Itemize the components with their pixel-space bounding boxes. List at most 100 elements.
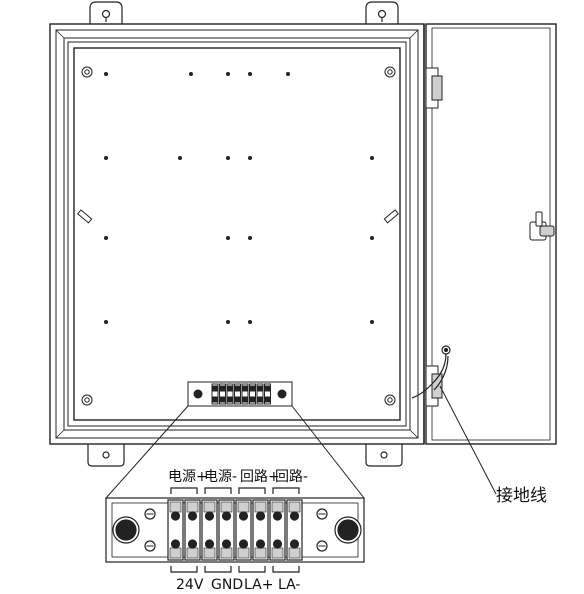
plate-hole xyxy=(370,236,374,240)
plate-hole xyxy=(248,72,252,76)
small-strip-terminal xyxy=(256,383,264,405)
corner-screw-inner xyxy=(387,69,393,75)
small-strip-screw xyxy=(257,396,263,403)
plate-hole xyxy=(248,236,252,240)
small-strip-screw xyxy=(235,396,240,403)
bottom-bracket xyxy=(170,566,198,573)
terminal-strip-enlarged xyxy=(105,497,365,563)
terminal-screw xyxy=(289,511,300,521)
plate-hole xyxy=(189,72,193,76)
bottom-bracket xyxy=(238,566,266,573)
terminal-block-bottom xyxy=(220,547,233,559)
small-strip-screw xyxy=(235,385,240,392)
terminal-screw xyxy=(272,539,283,549)
top-bracket xyxy=(272,487,300,494)
terminal-screw xyxy=(221,511,232,521)
top-mounting-tabs xyxy=(89,1,399,26)
plate-hole xyxy=(178,156,182,160)
mounting-plate-holes xyxy=(104,72,374,324)
enclosure-body xyxy=(49,23,425,445)
small-strip-terminal xyxy=(264,383,271,405)
terminal-block-top xyxy=(169,501,182,513)
plate-hole xyxy=(226,236,230,240)
plate-hole xyxy=(248,320,252,324)
terminal-screw xyxy=(170,539,181,549)
bottom-mounting-tabs xyxy=(87,444,403,467)
small-strip-mount xyxy=(277,389,287,399)
zoom-leader-lines xyxy=(105,405,365,499)
terminal-screw xyxy=(272,511,283,521)
terminal-signal-label-24v: 24V xyxy=(176,577,204,593)
small-strip-screw xyxy=(227,385,233,392)
plate-hole xyxy=(370,156,374,160)
terminal-block-top xyxy=(220,501,233,513)
top-bracket xyxy=(238,487,266,494)
end-cap-core xyxy=(337,519,359,541)
terminal-block-top xyxy=(203,501,216,513)
end-cap-core xyxy=(115,519,137,541)
terminal-screw xyxy=(187,539,198,549)
plate-hole xyxy=(248,156,252,160)
terminal-block-bottom xyxy=(186,547,199,559)
small-strip-screw xyxy=(250,385,255,392)
small-strip-terminal xyxy=(219,383,226,405)
terminal-screw xyxy=(170,511,181,521)
ground-wire-leader xyxy=(439,385,497,495)
plate-hole xyxy=(226,320,230,324)
mounting-hole-icon xyxy=(101,9,387,22)
small-strip-screw xyxy=(227,396,233,403)
small-strip-screw xyxy=(212,385,218,392)
mounting-hole-icon xyxy=(102,451,388,459)
terminal-function-label-power-minus: 电源- xyxy=(204,469,238,485)
small-strip-screw xyxy=(220,385,225,392)
small-strip-screw xyxy=(250,396,255,403)
terminal-screw xyxy=(289,539,300,549)
small-strip-terminal xyxy=(241,383,249,405)
plate-hole xyxy=(226,72,230,76)
terminal-screw xyxy=(204,539,215,549)
small-strip-terminal xyxy=(249,383,256,405)
terminal-screw xyxy=(187,511,198,521)
corner-screw-inner xyxy=(84,397,90,403)
plate-hole xyxy=(370,320,374,324)
plate-hole xyxy=(104,72,108,76)
bottom-bracket xyxy=(272,566,300,573)
terminal-strip-small xyxy=(187,381,293,407)
terminal-function-label-loop-minus: 回路- xyxy=(275,469,309,485)
small-strip-screw xyxy=(265,385,270,392)
plate-hole xyxy=(104,236,108,240)
terminal-block-bottom xyxy=(254,547,267,559)
small-strip-screw xyxy=(242,396,248,403)
top-bracket xyxy=(170,487,198,494)
terminal-signal-label-gnd: GND xyxy=(211,577,244,593)
corner-screw-inner xyxy=(387,397,393,403)
plate-hole xyxy=(104,156,108,160)
terminal-screw xyxy=(255,539,266,549)
small-strip-terminal xyxy=(226,383,234,405)
plate-hole xyxy=(226,156,230,160)
terminal-screw-icon xyxy=(81,66,396,406)
plate-hole xyxy=(104,320,108,324)
small-strip-screw xyxy=(257,385,263,392)
terminal-screw xyxy=(204,511,215,521)
terminal-block-top xyxy=(237,501,250,513)
ground-wire-label: 接地线 xyxy=(496,486,547,506)
terminal-block-top xyxy=(271,501,284,513)
corner-screw-inner xyxy=(84,69,90,75)
terminal-screw xyxy=(238,539,249,549)
plate-hole xyxy=(286,72,290,76)
terminal-screw xyxy=(238,511,249,521)
terminal-block-bottom xyxy=(237,547,250,559)
terminal-screw xyxy=(221,539,232,549)
small-strip-screw xyxy=(212,396,218,403)
terminal-block-top xyxy=(288,501,301,513)
small-strip-mount xyxy=(193,389,203,399)
small-strip-screw xyxy=(220,396,225,403)
terminal-signal-label-la-minus: LA- xyxy=(278,577,301,593)
terminal-block-top xyxy=(186,501,199,513)
terminal-block-bottom xyxy=(203,547,216,559)
terminal-screw xyxy=(255,511,266,521)
bottom-bracket xyxy=(204,566,232,573)
small-strip-terminal xyxy=(211,383,219,405)
